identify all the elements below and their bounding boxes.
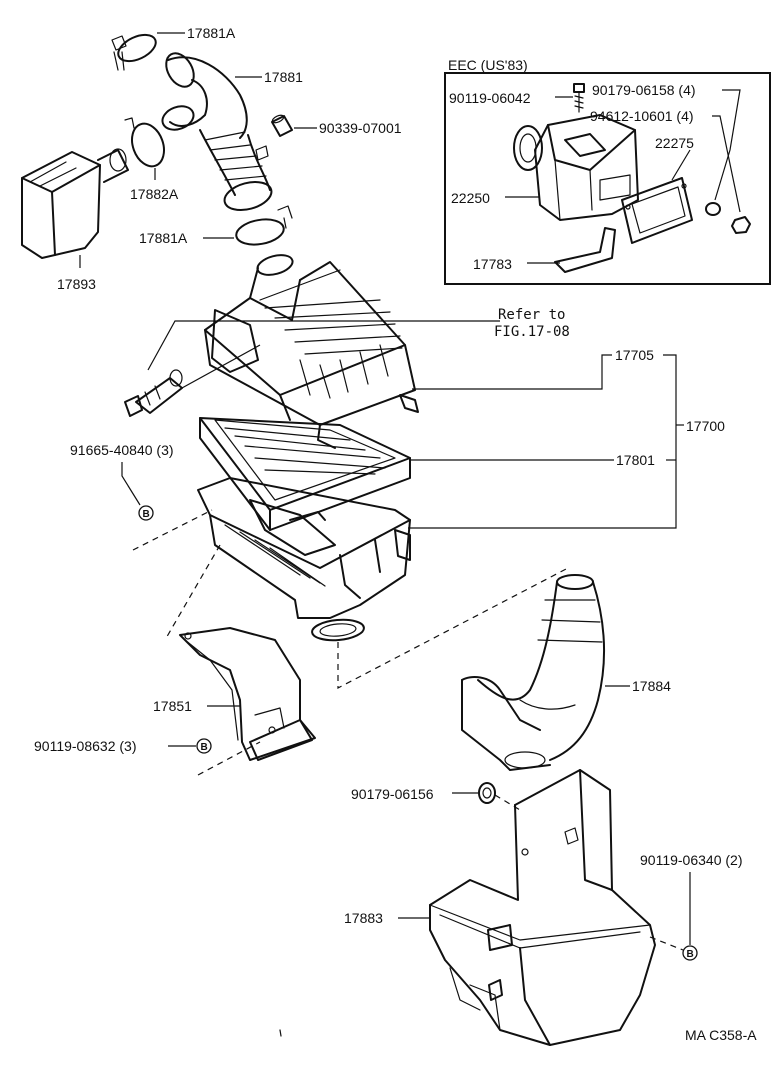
hose-17881	[161, 52, 273, 212]
footer-code: MA C358-A	[685, 1027, 757, 1043]
heat-shield-17851	[179, 627, 316, 761]
label-17884: 17884	[632, 678, 671, 694]
inset-title: EEC (US'83)	[448, 57, 528, 73]
bracket-17783	[554, 227, 616, 273]
svg-text:B: B	[201, 742, 208, 753]
bolt-90119-06042	[573, 83, 585, 113]
label-17851: 17851	[153, 698, 192, 714]
resonator-17883	[429, 769, 656, 1046]
label-17883: 17883	[344, 910, 383, 926]
clamp-17881A-bottom	[235, 205, 293, 246]
svg-text:B: B	[143, 509, 150, 520]
clamp-17881A-top	[111, 33, 157, 71]
label-90119-08632: 90119-08632 (3)	[34, 738, 136, 754]
nut-90179-06158	[731, 216, 751, 234]
sensor-part	[124, 369, 183, 417]
label-17801: 17801	[616, 452, 655, 468]
grommet-90179-06156	[478, 782, 496, 804]
label-17881A-top: 17881A	[187, 25, 236, 41]
label-90339-07001: 90339-07001	[319, 120, 402, 136]
plug-90339-07001	[271, 114, 293, 137]
eec-inset: EEC (US'83)	[444, 57, 771, 285]
label-90179-06156: 90179-06156	[351, 786, 434, 802]
label-22275: 22275	[655, 135, 694, 151]
svg-text:B: B	[687, 949, 694, 960]
resonator-17893	[21, 148, 129, 259]
label-91665-40840: 91665-40840 (3)	[70, 442, 174, 458]
label-90179-06158: 90179-06158 (4)	[592, 82, 696, 98]
label-17705: 17705	[615, 347, 654, 363]
air-cleaner-cap-17705	[204, 254, 419, 449]
label-22250: 22250	[451, 190, 490, 206]
badge-b-2: B	[196, 738, 212, 754]
badge-b-3: B	[682, 945, 698, 961]
refer-text-line2: FIG.17-08	[494, 324, 570, 340]
inset-frame	[444, 72, 771, 285]
intake-duct-17884	[461, 574, 606, 771]
label-90119-06042: 90119-06042	[449, 90, 531, 106]
filter-element-17801	[199, 417, 411, 531]
label-17882A: 17882A	[130, 186, 179, 202]
washer-94612	[705, 202, 721, 216]
air-cleaner-case	[197, 477, 411, 642]
clamp-17882A	[124, 117, 165, 168]
label-17881: 17881	[264, 69, 303, 85]
refer-text-line1: Refer to	[498, 307, 565, 323]
label-17700: 17700	[686, 418, 725, 434]
badge-b-1: B	[138, 505, 154, 521]
label-17783: 17783	[473, 256, 512, 272]
gasket-22275	[621, 177, 693, 244]
label-90119-06340: 90119-06340 (2)	[640, 852, 742, 868]
label-17893: 17893	[57, 276, 96, 292]
air-flow-meter-22250	[513, 114, 639, 221]
label-94612-10601: 94612-10601 (4)	[590, 108, 694, 124]
label-17881A-bottom: 17881A	[139, 230, 188, 246]
